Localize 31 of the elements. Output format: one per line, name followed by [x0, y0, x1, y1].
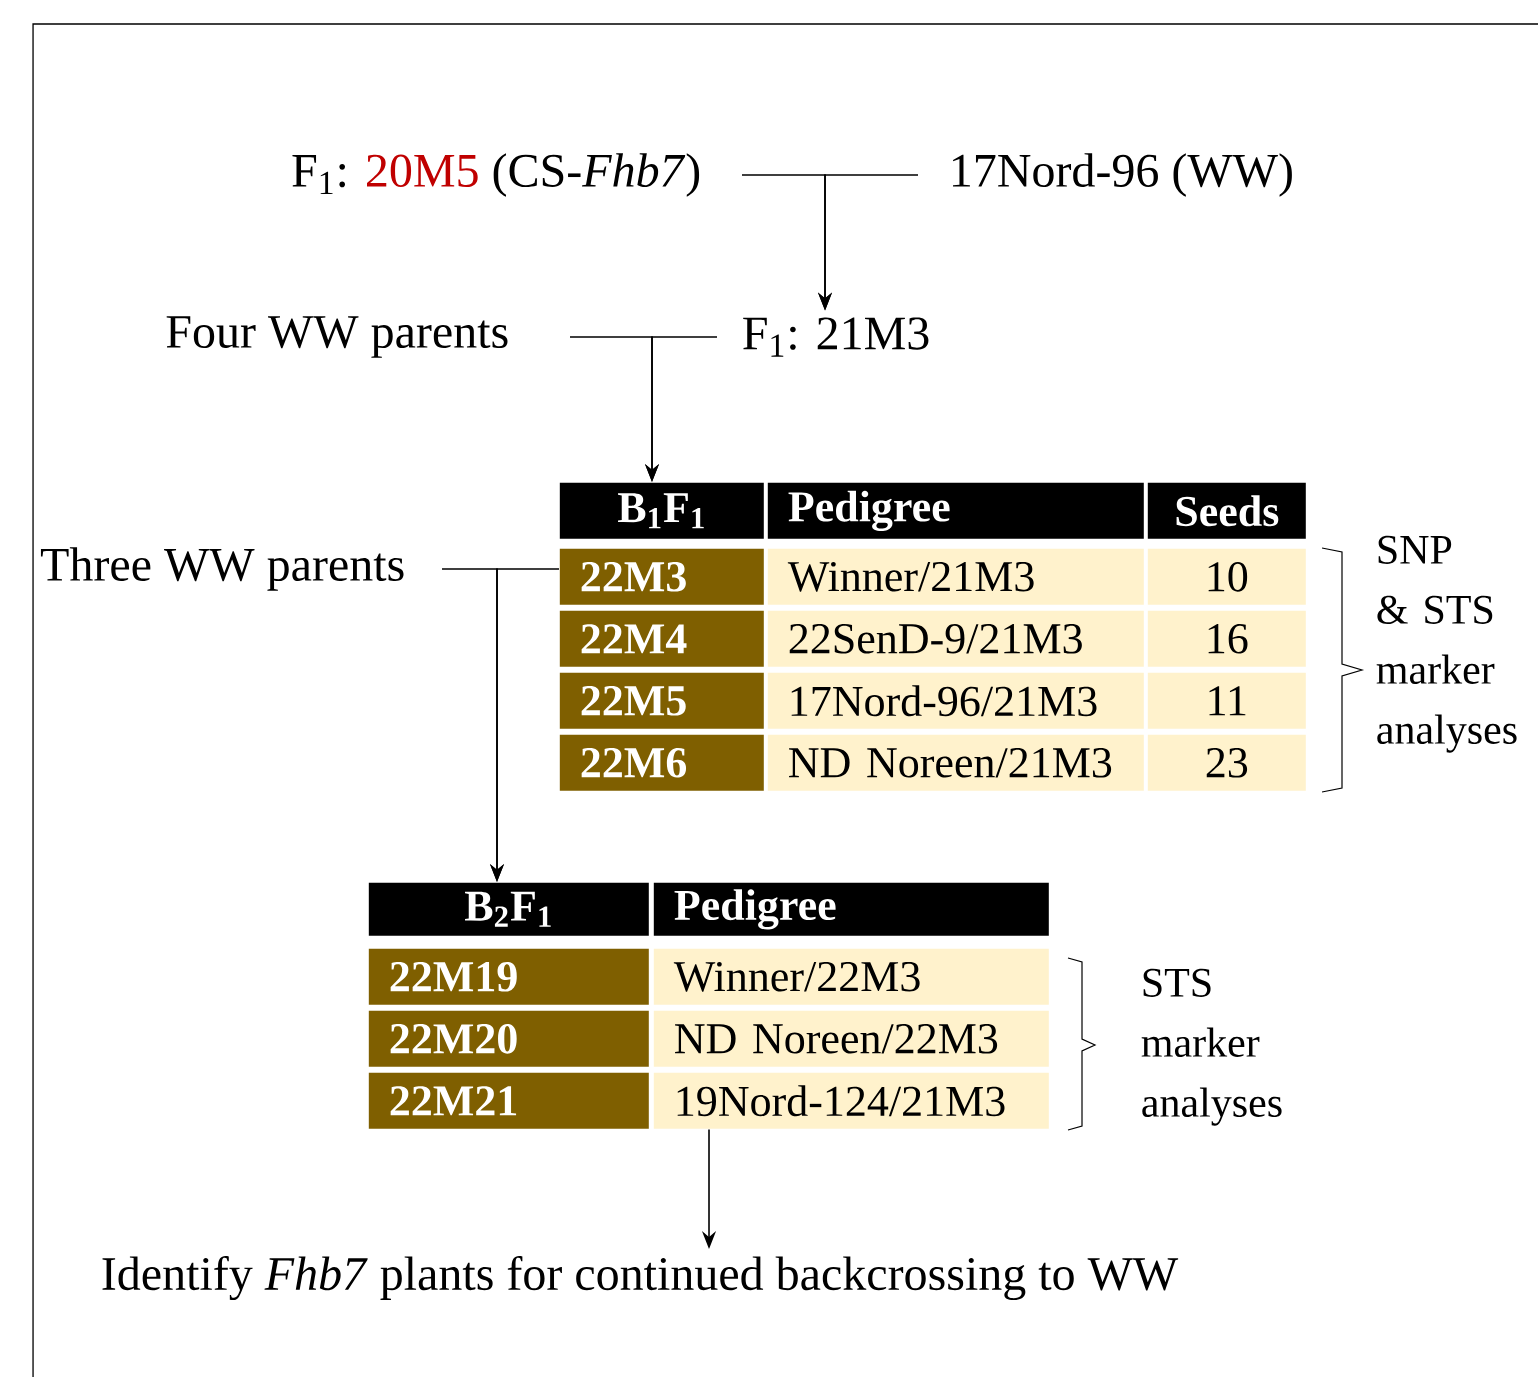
header-cell: Pedigree — [767, 482, 1144, 539]
id-cell: 22M6 — [559, 734, 764, 791]
header-cell: B$_{2}$F$_{1}$ — [368, 882, 649, 936]
goal-text: Identify Fhb7 plants for continued backcrossing to WW — [102, 1255, 1179, 1301]
table-cell: 23 — [1147, 734, 1306, 791]
parent-label: F$_{1}$: 20M5 (CS-Fhb7) — [292, 153, 700, 197]
annotation-text: STS marker analyses — [1141, 968, 1282, 1126]
parent-label: Four WW parents — [166, 316, 508, 358]
id-cell: 22M21 — [368, 1072, 649, 1129]
table-cell: Winner/22M3 — [653, 948, 1049, 1005]
id-cell: 22M20 — [368, 1010, 649, 1067]
id-cell: 22M19 — [368, 948, 649, 1005]
annotation-text: SNP & STS marker analyses — [1376, 535, 1517, 753]
table-cell: 10 — [1147, 548, 1306, 605]
id-cell: 22M3 — [559, 548, 764, 605]
cross-label: F$_{1}$: 21M3 — [743, 317, 929, 357]
table-cell: 19Nord-124/21M3 — [653, 1072, 1049, 1129]
parent-label: 17Nord-96 (WW) — [953, 153, 1292, 197]
id-cell: 22M5 — [559, 672, 764, 729]
parent-label: Three WW parents — [40, 547, 404, 591]
table-cell: 17Nord-96/21M3 — [767, 672, 1144, 729]
header-cell: B$_{1}$F$_{1}$ — [559, 482, 764, 539]
table-cell: 16 — [1147, 610, 1306, 667]
table-cell: 11 — [1147, 672, 1306, 729]
table-cell: 22SenD-9/21M3 — [767, 610, 1144, 667]
table-cell: ND Noreen/22M3 — [653, 1010, 1049, 1067]
table-cell: ND Noreen/21M3 — [767, 734, 1144, 791]
header-cell: Pedigree — [653, 882, 1049, 936]
table-cell: Winner/21M3 — [767, 548, 1144, 605]
id-cell: 22M4 — [559, 610, 764, 667]
header-cell: Seeds — [1147, 482, 1306, 539]
